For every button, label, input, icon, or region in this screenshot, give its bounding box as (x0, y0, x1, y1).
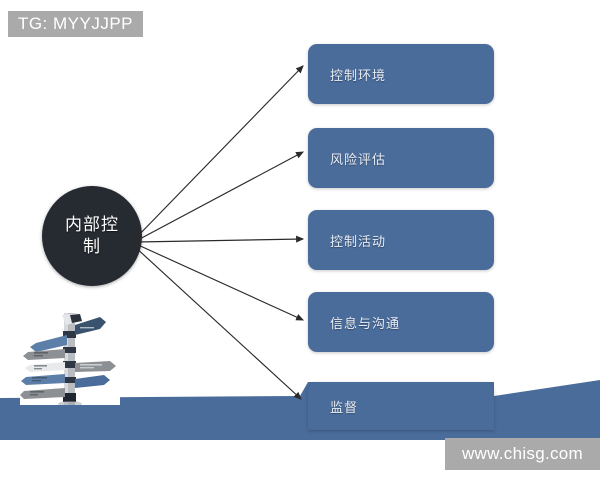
node-supervision[interactable]: 监督 (308, 382, 494, 430)
connector-arrow-4 (135, 243, 305, 321)
node-label: 信息与沟通 (330, 315, 401, 331)
node-risk-assessment[interactable]: 风险评估 (308, 128, 494, 188)
watermark-bottom-right: www.chisg.com (445, 438, 600, 470)
connector-arrow-3 (136, 235, 305, 243)
connector-arrow-2 (135, 151, 305, 242)
hub-node-internal-control[interactable]: 内部控 制 (42, 186, 142, 286)
node-control-activities[interactable]: 控制活动 (308, 210, 494, 270)
hub-label: 内部控 制 (65, 215, 119, 256)
connector-arrow-1 (133, 65, 304, 241)
node-label: 监督 (330, 399, 359, 415)
watermark-bottom-right-text: www.chisg.com (461, 444, 584, 463)
node-information-communication[interactable]: 信息与沟通 (308, 292, 494, 352)
connector-arrow-5 (133, 245, 302, 400)
node-control-environment[interactable]: 控制环境 (308, 44, 494, 104)
signpost-photo (20, 305, 120, 405)
watermark-top-left: TG: MYYJJPP (8, 11, 143, 37)
node-label: 控制活动 (330, 233, 387, 249)
node-label: 控制环境 (330, 67, 387, 83)
watermark-top-left-text: TG: MYYJJPP (17, 14, 134, 33)
node-label: 风险评估 (330, 151, 387, 167)
